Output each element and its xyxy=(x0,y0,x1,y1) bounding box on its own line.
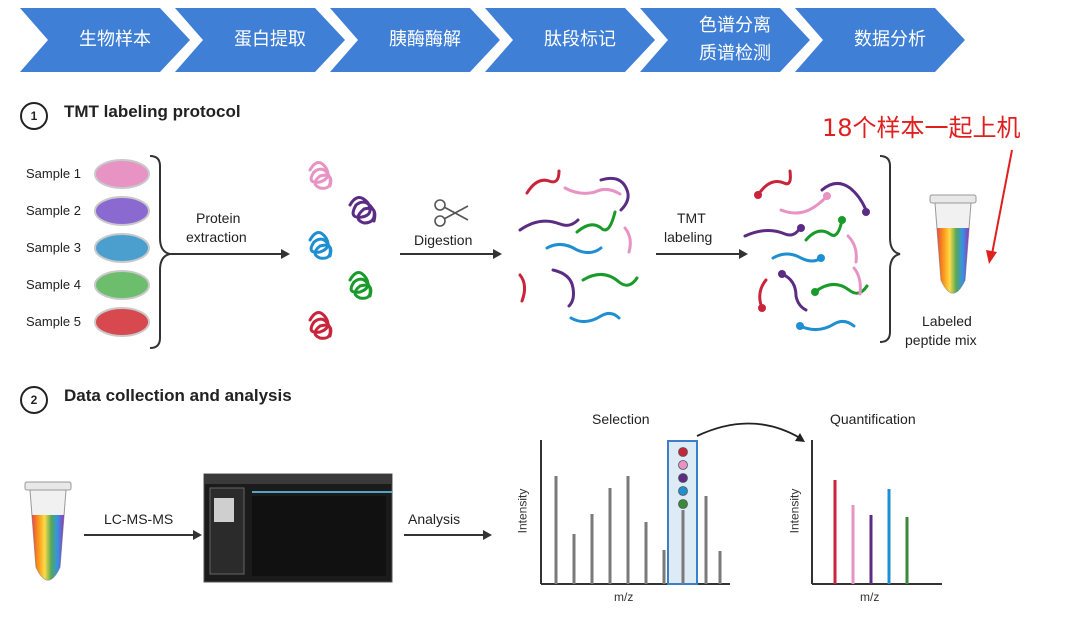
peptide-red-2 xyxy=(518,273,527,303)
protein-blue xyxy=(308,231,333,260)
arrow-tmt-head xyxy=(739,249,748,259)
label-peptide-mix: peptide mix xyxy=(905,332,977,348)
selection-spectrum xyxy=(540,440,730,585)
dish-1 xyxy=(94,159,150,189)
tube-sample xyxy=(24,481,72,581)
curved-arrow-head xyxy=(795,433,805,442)
step-label-7: 数据分析 xyxy=(854,29,926,50)
quant-x-label: m/z xyxy=(860,590,880,604)
scissors-icon xyxy=(434,199,469,227)
step-label-4: 肽段标记 xyxy=(544,29,616,50)
peptides-labeled xyxy=(743,169,869,331)
step-label-5b: 质谱检测 xyxy=(699,43,771,64)
mass-spectrometer xyxy=(203,473,393,583)
chevron-step-2 xyxy=(175,8,345,72)
chevron-step-6 xyxy=(795,8,965,72)
petri-dishes xyxy=(94,159,150,337)
quant-y-label: Intensity xyxy=(787,488,802,534)
step-label-2: 蛋白提取 xyxy=(234,29,306,50)
arrow-digestion-head xyxy=(493,249,502,259)
arrow-extraction-head xyxy=(281,249,290,259)
arrow-analysis-head xyxy=(483,530,492,540)
peptide-purple-1 xyxy=(599,176,630,212)
folded-proteins xyxy=(308,161,377,340)
label-analysis: Analysis xyxy=(408,511,461,527)
workflow-chevrons xyxy=(20,8,965,72)
step-label-5: 色谱分离 质谱检测 xyxy=(675,5,795,75)
peptide-green-2 xyxy=(581,273,639,287)
peptide-purple-2 xyxy=(518,218,580,232)
label-protein: Protein xyxy=(196,210,241,226)
arrow-lcmsms-head xyxy=(193,530,202,540)
peptide-blue-1 xyxy=(545,243,603,255)
protein-red xyxy=(308,311,333,340)
label-digestion: Digestion xyxy=(414,232,473,248)
label-selection: Selection xyxy=(592,411,650,427)
dish-4 xyxy=(94,270,150,300)
red-arrow-head xyxy=(986,250,997,264)
peptide-blue-2 xyxy=(569,311,621,323)
sample-label-5: Sample 5 xyxy=(26,314,81,329)
red-arrow xyxy=(991,149,1013,255)
sample-label-2: Sample 2 xyxy=(26,203,81,218)
peptides-unlabeled xyxy=(518,169,639,323)
peptide-pink-2 xyxy=(623,226,632,254)
protein-green xyxy=(348,271,373,300)
section2-number: 2 xyxy=(20,386,48,414)
labeled-bracket xyxy=(879,155,901,343)
chevron-step-1 xyxy=(20,8,190,72)
label-extraction: extraction xyxy=(186,229,247,245)
sample-label-3: Sample 3 xyxy=(26,240,81,255)
tube-labeled-mix xyxy=(929,194,977,294)
peptide-purple-3 xyxy=(551,268,575,308)
step-label-5a: 色谱分离 xyxy=(699,15,771,36)
dish-3 xyxy=(94,233,150,263)
protein-pink xyxy=(308,161,333,190)
section1-title: TMT labeling protocol xyxy=(64,102,241,121)
label-lcmsms: LC-MS-MS xyxy=(104,511,174,527)
sample-label-1: Sample 1 xyxy=(26,166,81,181)
label-labeled: Labeled xyxy=(922,313,972,329)
peptide-red-1 xyxy=(525,169,561,195)
sample-label-4: Sample 4 xyxy=(26,277,81,292)
peptide-pink-1 xyxy=(563,186,622,196)
dish-2 xyxy=(94,196,150,226)
tmt-tag-dots xyxy=(754,191,870,330)
chevron-step-3 xyxy=(330,8,500,72)
label-labeling: labeling xyxy=(664,229,713,245)
step-label-3: 胰酶酶解 xyxy=(389,29,461,50)
step-label-1: 生物样本 xyxy=(79,29,151,50)
selection-y-label: Intensity xyxy=(515,488,530,534)
protein-purple xyxy=(348,196,377,225)
quantification-spectrum xyxy=(811,440,942,585)
label-tmt: TMT xyxy=(677,210,706,226)
dish-5 xyxy=(94,307,150,337)
selection-x-label: m/z xyxy=(614,590,634,604)
label-quantification: Quantification xyxy=(830,411,916,427)
section1-number: 1 xyxy=(20,102,48,130)
chevron-step-4 xyxy=(485,8,655,72)
chevron-step-5 xyxy=(640,8,810,72)
red-note: 18个样本一起上机 xyxy=(822,114,1021,142)
section2-title: Data collection and analysis xyxy=(64,386,292,405)
curved-arrow xyxy=(696,422,801,439)
peptide-green-1 xyxy=(575,210,617,234)
